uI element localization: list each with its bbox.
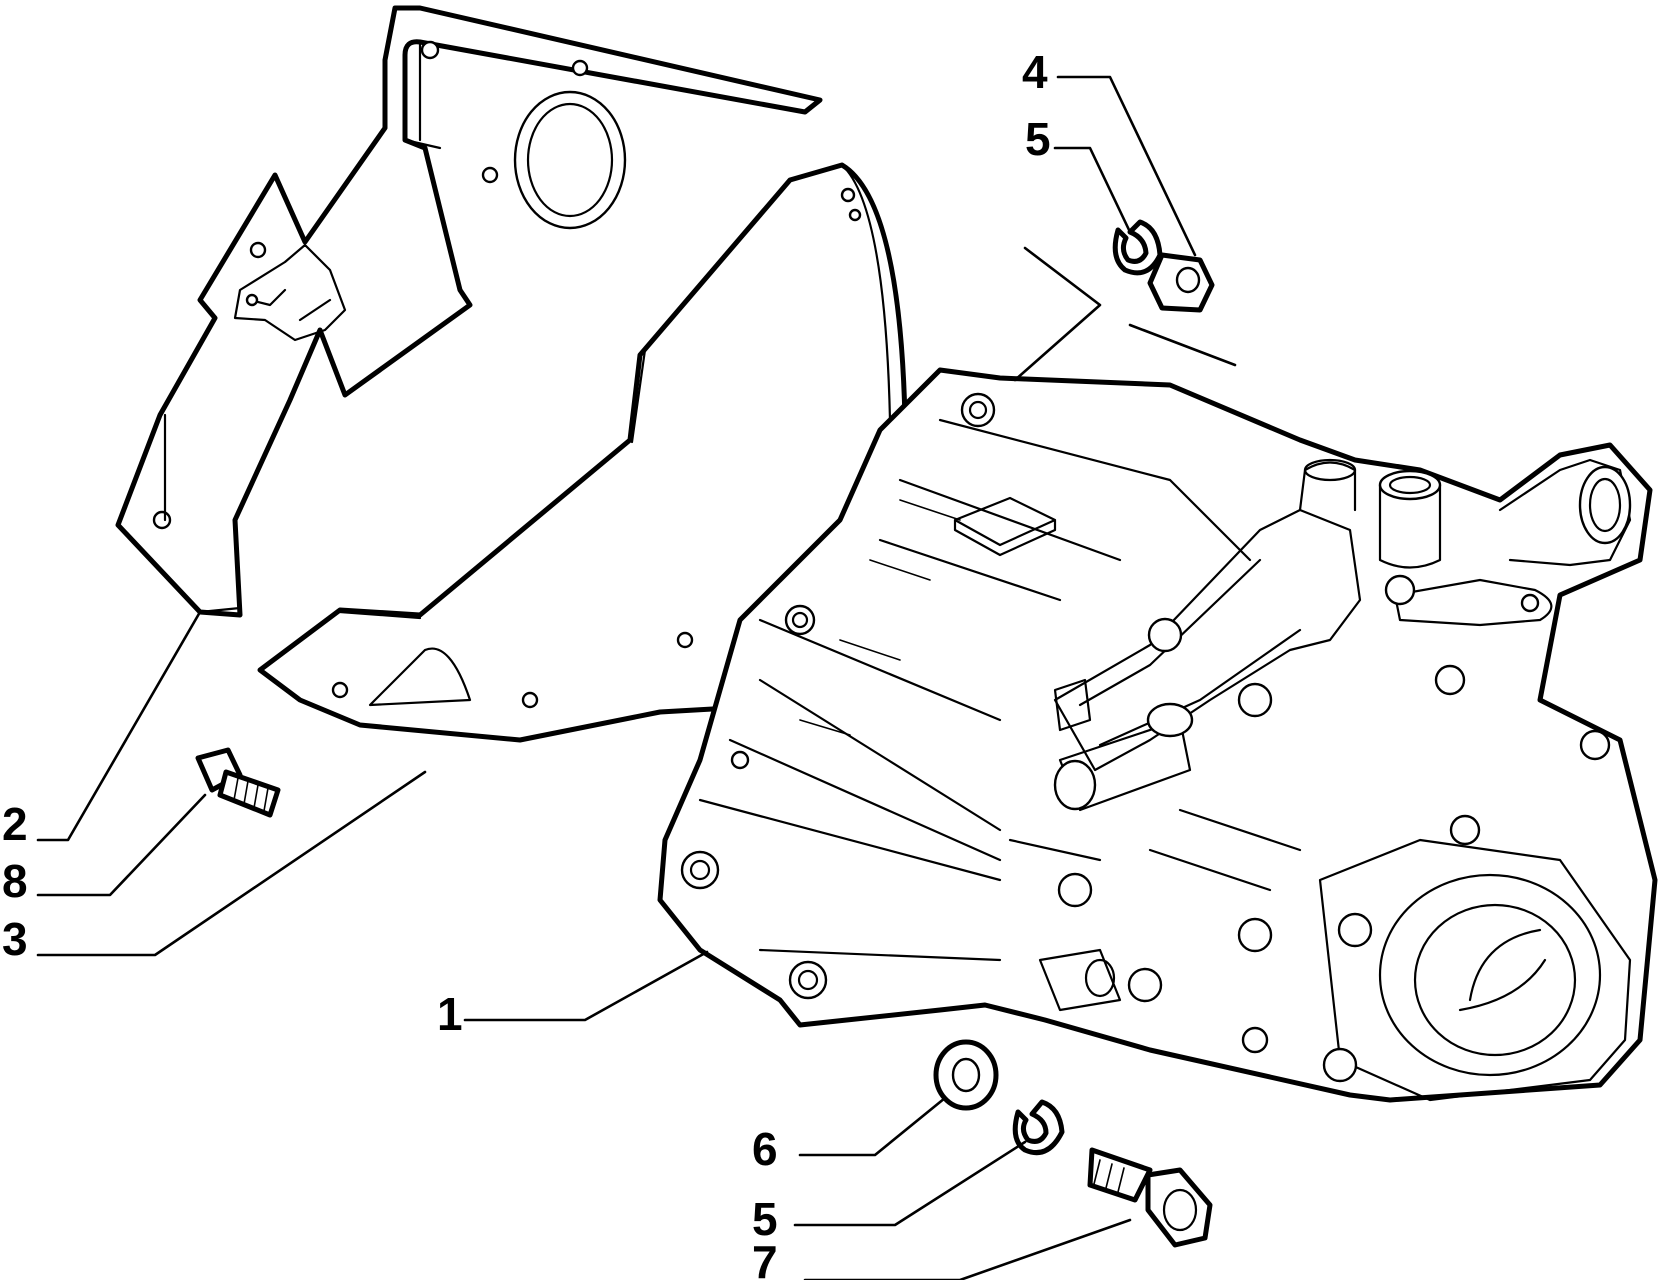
- leader-3: [36, 770, 427, 957]
- leader-1: [463, 950, 709, 1022]
- part-2-cover-plate[interactable]: [115, 5, 823, 618]
- part-1-gearbox-housing[interactable]: [657, 367, 1658, 1103]
- part-5-lock-washer-upper[interactable]: [1112, 219, 1163, 276]
- callout-5-upper: 5: [1025, 113, 1051, 165]
- leader-5-upper: [1053, 146, 1132, 234]
- leader-lines: [36, 75, 1237, 1280]
- part-5-lock-washer-lower[interactable]: [1012, 1099, 1065, 1156]
- leader-8: [36, 793, 207, 897]
- callout-8: 8: [2, 855, 28, 907]
- leader-4: [1056, 75, 1197, 257]
- cover-bore-hole: [513, 90, 627, 230]
- leader-2: [36, 610, 202, 842]
- callout-5-lower: 5: [752, 1193, 778, 1245]
- callout-2: 2: [2, 798, 28, 850]
- callout-1: 1: [437, 988, 463, 1040]
- part-8-flange-bolt[interactable]: [195, 747, 281, 818]
- part-7-hex-bolt[interactable]: [1087, 1147, 1213, 1248]
- leader-part-1-top: [1013, 246, 1102, 382]
- callout-3: 3: [2, 913, 28, 965]
- part-3-shield-plate[interactable]: [257, 162, 913, 743]
- leader-5-lower: [793, 1140, 1027, 1227]
- callout-6: 6: [752, 1123, 778, 1175]
- leader-7: [803, 1218, 1132, 1280]
- part-6-flat-washer[interactable]: [933, 1039, 999, 1111]
- leader-6: [798, 1096, 947, 1157]
- callout-7: 7: [752, 1236, 778, 1280]
- callout-4: 4: [1022, 46, 1048, 98]
- callout-labels: 1 2 3 4 5 5 6 7 8: [2, 46, 1051, 1280]
- part-4-nut[interactable]: [1147, 252, 1215, 313]
